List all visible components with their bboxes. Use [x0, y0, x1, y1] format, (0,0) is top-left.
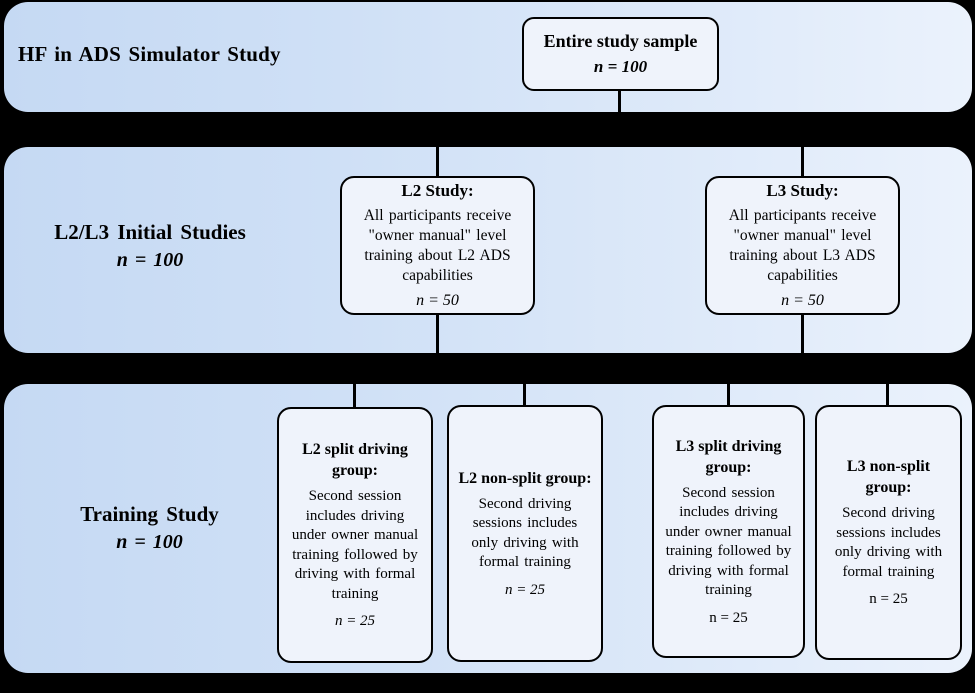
- node-l2-split-group-body: Second session includes driving under ow…: [291, 488, 419, 602]
- node-l3-study-body: All participants receive "owner manual" …: [728, 207, 877, 284]
- node-l3-study-n: n = 50: [781, 292, 824, 309]
- node-entire-study-sample: Entire study sample n = 100: [522, 17, 719, 91]
- connector-root-down: [618, 91, 621, 113]
- node-l3-nonsplit-group: L3 non-split group: Second driving sessi…: [815, 405, 962, 660]
- band2-label-n: n = 100: [116, 249, 184, 271]
- node-l3-study: L3 Study: All participants receive "owne…: [705, 176, 900, 315]
- band2-label: L2/L3 Initial Studies n = 100: [15, 218, 285, 274]
- node-l3-split-group-title: L3 split driving group:: [675, 437, 782, 476]
- node-l2-nonsplit-group-n: n = 25: [504, 581, 546, 598]
- connector-group2-top: [523, 383, 526, 406]
- node-l3-study-title: L3 Study:: [766, 181, 839, 200]
- node-l2-split-group: L2 split driving group: Second session i…: [277, 407, 433, 663]
- connector-l3-top: [801, 147, 804, 177]
- node-l2-study-n: n = 50: [416, 292, 459, 309]
- connector-l2-bottom: [436, 313, 439, 354]
- connector-group3-top: [727, 383, 730, 406]
- connector-l2-top: [436, 147, 439, 177]
- node-l3-nonsplit-group-n: n = 25: [869, 591, 908, 607]
- band1-title: HF in ADS Simulator Study: [18, 42, 281, 66]
- node-l3-split-group-n: n = 25: [709, 609, 748, 626]
- band3-label-n: n = 100: [116, 531, 183, 553]
- node-l3-split-group-body: Second session includes driving under ow…: [665, 484, 792, 599]
- node-l2-nonsplit-group: L2 non-split group: Second driving sessi…: [447, 405, 603, 662]
- band-hf-ads-study: [4, 2, 972, 112]
- node-l3-nonsplit-group-body: Second driving sessions includes only dr…: [834, 505, 943, 580]
- node-l2-study-title: L2 Study:: [401, 181, 474, 200]
- node-entire-study-sample-n: n = 100: [593, 57, 648, 76]
- connector-group1-top: [353, 383, 356, 408]
- connector-group4-top: [886, 383, 889, 406]
- node-entire-study-sample-title: Entire study sample: [543, 31, 698, 51]
- node-l2-split-group-title: L2 split driving group:: [302, 441, 408, 479]
- node-l3-split-group: L3 split driving group: Second session i…: [652, 405, 805, 658]
- node-l2-study: L2 Study: All participants receive "owne…: [340, 176, 535, 315]
- band3-label-text: Training Study: [80, 502, 219, 526]
- node-l2-nonsplit-group-body: Second driving sessions includes only dr…: [471, 495, 579, 571]
- band2-label-text: L2/L3 Initial Studies: [54, 220, 246, 244]
- band3-label: Training Study n = 100: [12, 500, 287, 556]
- node-l3-nonsplit-group-title: L3 non-split group:: [846, 458, 931, 496]
- node-l2-split-group-n: n = 25: [334, 613, 376, 629]
- node-l2-nonsplit-group-title: L2 non-split group:: [458, 469, 592, 487]
- connector-l3-bottom: [801, 313, 804, 354]
- node-l2-study-body: All participants receive "owner manual" …: [363, 207, 512, 284]
